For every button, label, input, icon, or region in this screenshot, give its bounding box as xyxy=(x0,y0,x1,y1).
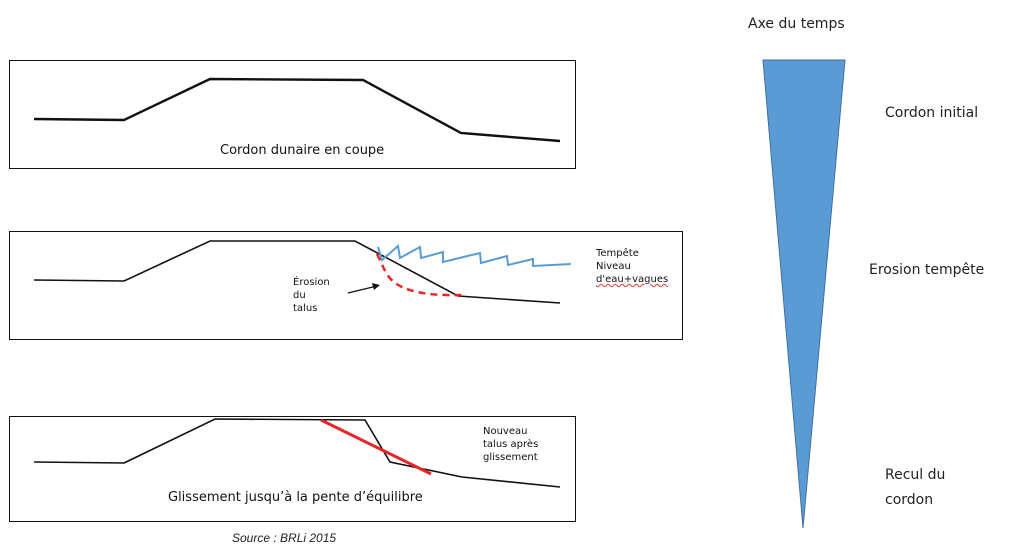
storm-label-line-3: d'eau+vagues xyxy=(596,274,669,285)
erosion-dashed-curve xyxy=(375,253,463,297)
stage-label-initial: Cordon initial xyxy=(885,105,979,121)
panel-initial-dune: Cordon dunaire en coupe xyxy=(9,60,576,169)
initial-dune-profile xyxy=(33,77,561,143)
stage-label-retreat-line-2: cordon xyxy=(885,492,934,508)
time-axis-title: Axe du temps xyxy=(748,16,845,32)
storm-label-line-2: Niveau xyxy=(596,261,631,272)
stage-label-retreat: Recul du cordon xyxy=(885,463,945,513)
stage-label-storm: Erosion tempête xyxy=(869,262,985,278)
storm-label-line-1: Tempête xyxy=(596,248,639,259)
dune-profile-line xyxy=(33,418,561,488)
panel-3-caption: Glissement jusqu’à la pente d’équilibre xyxy=(168,490,423,505)
time-axis-triangle xyxy=(762,59,846,529)
erosion-arrow xyxy=(347,285,378,294)
storm-label: Tempête Niveau d'eau+vagues xyxy=(596,247,668,286)
stage-label-retreat-line-1: Recul du xyxy=(885,467,946,483)
new-slope-label: Nouveau talus après glissement xyxy=(483,425,538,464)
time-axis-wedge xyxy=(762,59,846,529)
new-slope-line xyxy=(320,418,432,476)
dune-profile-line xyxy=(33,240,561,304)
new-slope-label-line-1: Nouveau xyxy=(483,426,528,437)
erosion-label-line-3: talus xyxy=(293,303,318,314)
panel-1-caption: Cordon dunaire en coupe xyxy=(220,143,385,158)
erosion-label-line-2: du xyxy=(293,290,306,301)
erosion-label: Érosion du talus xyxy=(293,276,330,315)
new-slope-label-line-2: talus après xyxy=(483,439,539,450)
panel-landslide: Glissement jusqu’à la pente d’équilibre … xyxy=(9,416,576,522)
storm-erosion-diagram xyxy=(33,240,572,304)
storm-water-level-zigzag xyxy=(377,244,572,268)
arrow-head-icon xyxy=(372,283,380,290)
source-caption: Source : BRLi 2015 xyxy=(232,531,337,545)
landslide-diagram xyxy=(33,418,561,488)
new-slope-label-line-3: glissement xyxy=(483,452,538,463)
dune-profile-line xyxy=(33,77,561,143)
panel-storm-erosion: Érosion du talus Tempête Niveau d'eau+va… xyxy=(9,231,683,340)
erosion-label-line-1: Érosion xyxy=(293,277,330,288)
